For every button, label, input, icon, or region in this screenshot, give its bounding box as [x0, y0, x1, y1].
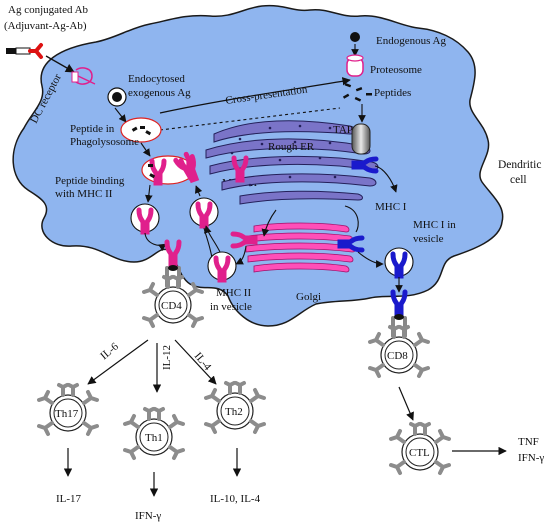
in-vesicle-label: in vesicle — [210, 301, 252, 313]
peptide-in-label: Peptide in — [70, 123, 115, 135]
tap-label: TAP — [333, 124, 353, 136]
cd8-label: CD8 — [387, 350, 408, 362]
golgi-label: Golgi — [296, 291, 321, 303]
tnf-label: TNF — [518, 436, 539, 448]
ifn-g-label: IFN-γ — [135, 510, 161, 522]
tap-transporter — [351, 123, 371, 155]
ag-conjugated-label: Ag conjugated Ab — [8, 4, 89, 16]
mhc-i-vesicle-label: MHC I in — [413, 219, 456, 231]
antibody-icon — [6, 43, 43, 59]
dendritic-label: Dendritic — [498, 159, 541, 171]
proteosome-label: Proteosome — [370, 64, 422, 76]
with-mhc-ii-label: with MHC II — [55, 188, 113, 200]
golgi-apparatus — [245, 222, 356, 273]
ctl-label: CTL — [409, 447, 430, 459]
cell-label: cell — [510, 174, 527, 186]
il4-label: IL-4 — [192, 350, 214, 373]
endogenous-ag-label: Endogenous Ag — [376, 35, 446, 47]
dc-receptor-icon — [71, 67, 96, 85]
vesicle-label: vesicle — [413, 233, 444, 245]
proteosome-icon — [346, 54, 364, 77]
phagolysosome — [120, 117, 162, 143]
il17-label: IL-17 — [56, 493, 82, 505]
adjuvant-label: (Adjuvant-Ag-Ab) — [4, 20, 87, 32]
peptide-binding-label: Peptide binding — [55, 175, 125, 187]
ifn-g-ctl-label: IFN-γ — [518, 452, 544, 464]
th17-label: Th17 — [55, 408, 79, 420]
peptides-label: Peptides — [374, 87, 411, 99]
peptides-icon — [342, 83, 372, 102]
il10-il4-label: IL-10, IL-4 — [210, 493, 261, 505]
th2-label: Th2 — [225, 406, 243, 418]
mhc-i-label: MHC I — [375, 201, 407, 213]
endocytosed-label: Endocytosed — [128, 73, 185, 85]
endogenous-ag-dot — [350, 32, 360, 42]
th1-label: Th1 — [145, 432, 163, 444]
il12-label: IL-12 — [161, 345, 173, 370]
cd4-label: CD4 — [161, 300, 182, 312]
exogenous-ag-label: exogenous Ag — [128, 87, 191, 99]
phagolysosome-label: Phagolysosome — [70, 136, 139, 148]
dashed-pathway — [159, 107, 341, 131]
il6-label: IL-6 — [98, 340, 121, 362]
mhc-ii-vesicle-label: MHC II — [216, 287, 251, 299]
rough-er-label: Rough ER — [268, 141, 315, 153]
